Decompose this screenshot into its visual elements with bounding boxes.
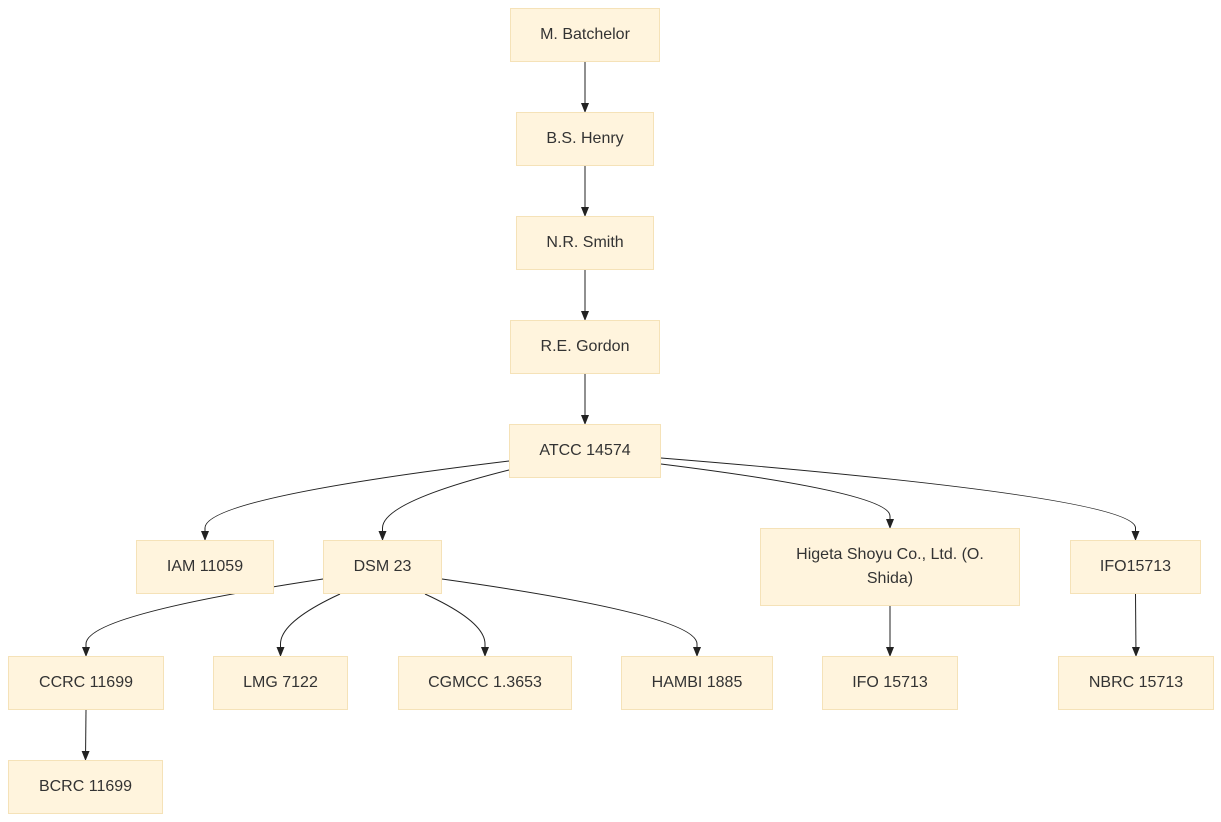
node-label: CGMCC 1.3653 bbox=[428, 674, 542, 691]
node-henry: B.S. Henry bbox=[516, 112, 654, 166]
node-label: Higeta Shoyu Co., Ltd. (O. Shida) bbox=[796, 546, 984, 587]
node-label: IAM 11059 bbox=[166, 558, 244, 575]
edge-dsm-to-lmg bbox=[276, 593, 341, 657]
node-label: BCRC 11699 bbox=[38, 778, 133, 795]
node-batchelor: M. Batchelor bbox=[510, 8, 660, 62]
node-label: IFO15713 bbox=[1099, 558, 1172, 575]
node-label: ATCC 14574 bbox=[539, 442, 631, 459]
node-gordon: R.E. Gordon bbox=[510, 320, 660, 374]
node-label: NBRC 15713 bbox=[1088, 674, 1184, 691]
edge-dsm-to-cgmcc bbox=[424, 593, 489, 657]
node-hambi: HAMBI 1885 bbox=[621, 656, 773, 710]
node-label: B.S. Henry bbox=[546, 130, 624, 147]
node-ccrc: CCRC 11699 bbox=[8, 656, 164, 710]
node-ifo15713: IFO 15713 bbox=[822, 656, 958, 710]
node-lmg: LMG 7122 bbox=[213, 656, 348, 710]
node-label: DSM 23 bbox=[353, 558, 412, 575]
node-label: IFO 15713 bbox=[852, 674, 928, 691]
node-ifo15713-nospace: IFO15713 bbox=[1070, 540, 1201, 594]
node-bcrc: BCRC 11699 bbox=[8, 760, 163, 814]
edge-atcc-to-iam bbox=[201, 460, 510, 541]
node-label: HAMBI 1885 bbox=[651, 674, 743, 691]
node-iam: IAM 11059 bbox=[136, 540, 274, 594]
node-dsm: DSM 23 bbox=[323, 540, 442, 594]
node-label: N.R. Smith bbox=[546, 234, 624, 251]
node-nbrc: NBRC 15713 bbox=[1058, 656, 1214, 710]
node-label: CCRC 11699 bbox=[39, 674, 133, 691]
edge-ccrc-to-bcrc bbox=[81, 709, 90, 761]
edge-dsm-to-hambi bbox=[441, 578, 701, 657]
edge-atcc-to-ifo15713-nospace bbox=[660, 457, 1140, 541]
edge-atcc-to-higeta bbox=[660, 463, 894, 529]
node-label: M. Batchelor bbox=[540, 26, 630, 43]
node-label: R.E. Gordon bbox=[540, 338, 630, 355]
edge-atcc-to-dsm bbox=[378, 469, 510, 541]
node-cgmcc: CGMCC 1.3653 bbox=[398, 656, 572, 710]
node-label: LMG 7122 bbox=[243, 674, 318, 691]
node-higeta: Higeta Shoyu Co., Ltd. (O. Shida) bbox=[760, 528, 1020, 606]
edge-ifo15713-nospace-to-nbrc bbox=[1131, 593, 1140, 657]
node-atcc: ATCC 14574 bbox=[509, 424, 661, 478]
node-smith: N.R. Smith bbox=[516, 216, 654, 270]
